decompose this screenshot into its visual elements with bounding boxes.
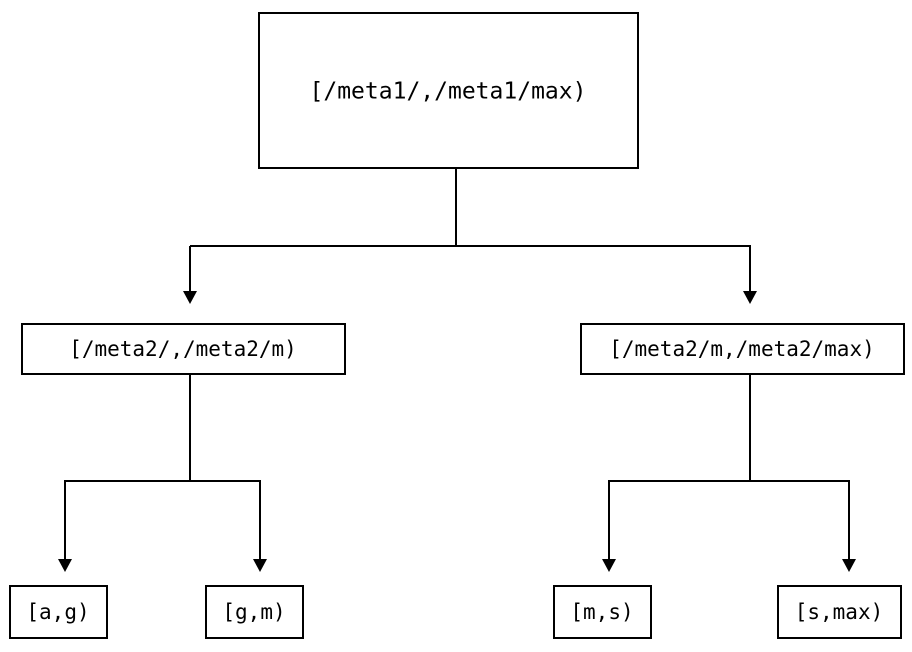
- node-leaf-3[interactable]: [m,s): [553, 585, 652, 639]
- node-leaf-3-label: [m,s): [570, 600, 633, 624]
- node-root-label: [/meta1/,/meta1/max): [310, 79, 587, 105]
- arrow-head-icon-leaf-1: [58, 559, 72, 572]
- arrow-head-icon-leaf-4: [842, 559, 856, 572]
- edge-group-mid-right: [602, 374, 856, 572]
- node-root-box: [258, 12, 639, 169]
- arrow-head-icon-leaf-2: [253, 559, 267, 572]
- node-root[interactable]: [/meta1/,/meta1/max): [258, 12, 639, 169]
- node-leaf-1-box: [9, 585, 108, 639]
- node-mid-right-label: [/meta2/m,/meta2/max): [609, 337, 875, 361]
- node-leaf-1[interactable]: [a,g): [9, 585, 108, 639]
- edge-group-mid-left: [58, 374, 267, 572]
- node-leaf-2-box: [205, 585, 304, 639]
- node-leaf-4[interactable]: [s,max): [777, 585, 902, 639]
- edge-group-root: [183, 168, 757, 304]
- node-mid-right-box: [580, 323, 905, 375]
- node-leaf-4-label: [s,max): [795, 600, 884, 624]
- node-leaf-2[interactable]: [g,m): [205, 585, 304, 639]
- arrow-head-icon-mid-right: [743, 291, 757, 304]
- node-mid-right[interactable]: [/meta2/m,/meta2/max): [580, 323, 905, 375]
- arrow-head-icon-mid-left: [183, 291, 197, 304]
- node-leaf-2-label: [g,m): [222, 600, 285, 624]
- node-mid-left[interactable]: [/meta2/,/meta2/m): [21, 323, 346, 375]
- node-leaf-4-box: [777, 585, 902, 639]
- arrow-head-icon-leaf-3: [602, 559, 616, 572]
- node-leaf-1-label: [a,g): [26, 600, 89, 624]
- node-leaf-3-box: [553, 585, 652, 639]
- node-mid-left-label: [/meta2/,/meta2/m): [69, 337, 297, 361]
- node-mid-left-box: [21, 323, 346, 375]
